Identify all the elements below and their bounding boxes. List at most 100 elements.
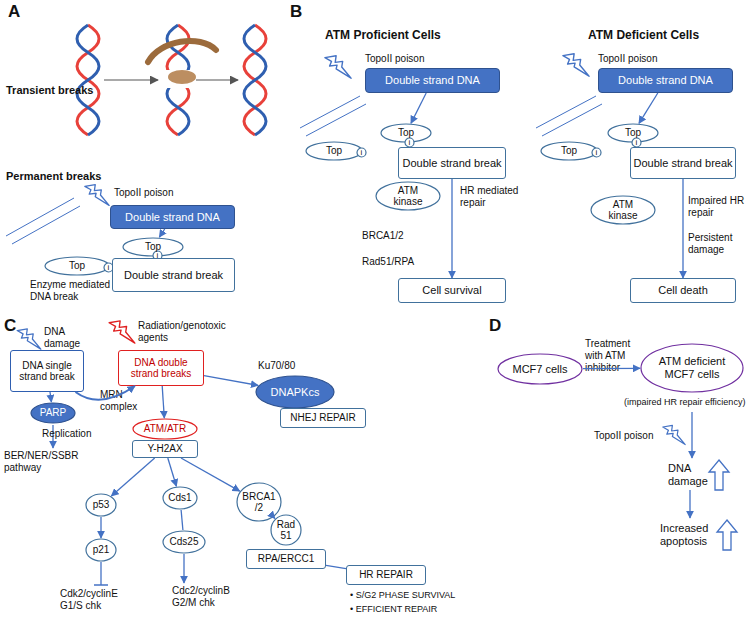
checkpoint-label: Cdk2/cyclinE G1/S chk [60,588,140,612]
ellipse-outline [45,257,109,275]
node-text: Double strand DNA [125,211,220,224]
section-label: Transient breaks [6,84,106,97]
damage-box: DNA double strand breaks [118,350,204,386]
protein-label: BRCA1/2 [362,230,432,242]
bullet-note: • S/G2 PHASE SURVIVAL [350,590,490,601]
pathway-arrow [183,554,184,583]
ellipse-outline [133,419,197,439]
node-text: Cell death [658,284,708,297]
dna-strand [244,25,266,135]
dna-strand-line [6,198,74,236]
lightning-symbol [17,329,41,349]
node-text: NHEJ REPAIR [290,412,355,424]
checkpoint-label: Cdc2/cyclinB G2/M chk [172,585,252,609]
agent-label: Radiation/genotoxic agents [138,320,248,344]
protein-ellipse: Cds1 [162,486,198,510]
ellipse-outline [306,142,362,160]
node-text: ATM/ATR [144,423,186,435]
node-text: i [157,251,159,260]
note-label: Persistent damage [688,232,748,256]
note-label: Impaired HR repair [688,195,748,219]
connector [682,179,683,278]
protein-ellipse: Rad 51 [270,514,302,546]
node-text: Double strand break [124,269,223,282]
node-text: Top [561,145,577,157]
protein-ellipse: p53 [85,493,117,517]
process-arrow [104,79,158,80]
node-text: DNA double strand breaks [122,357,200,380]
protein-label: Rad51/RPA [362,256,432,268]
ellipse-outline [86,494,116,516]
repair-box: HR REPAIR [346,565,426,585]
lightning-symbol [109,321,135,343]
edge-label: MRN complex [100,389,152,413]
node-text: Double strand DNA [385,74,480,87]
dna-strand [77,25,99,135]
info-circle: i [591,147,602,158]
node-text: ATM kinase [600,199,646,222]
node-text: HR REPAIR [359,569,413,581]
dna-helix [77,25,99,135]
ellipse-outline [376,182,440,210]
agent-label: DNA damage [44,326,94,350]
outcome-box: Cell death [630,278,736,303]
ellipse-outline [498,354,582,384]
connector [411,93,426,123]
ellipse-outline [592,148,601,157]
process-box: Double strand break [112,258,235,292]
kinase-ellipse: ATM kinase [590,195,656,225]
panel-letter: A [8,2,32,22]
column-heading: ATM Proficient Cells [325,28,475,42]
kinase-ellipse: ATM/ATR [132,418,198,440]
dna-strand-line [12,206,80,244]
bullet-note: • EFFICIENT REPAIR [350,604,490,615]
strand-break [160,70,196,88]
ellipse-outline [86,539,116,561]
lightning-symbol [85,185,109,206]
node-text: BRCA1 /2 [240,491,278,514]
dna-strand [244,25,266,135]
section-label: Permanent breaks [6,170,106,183]
process-box: Double strand DNA [110,205,235,229]
connector [76,386,135,400]
node-text: Top [69,260,85,272]
node-text: RPA/ERCC1 [258,553,315,565]
note-label: (impaired HR repair efficiency) [624,397,750,408]
agent-label: TopoII poison [365,53,445,65]
inhibition-bar [94,584,108,586]
repair-box: NHEJ REPAIR [280,408,366,428]
panel-letter: C [4,316,28,336]
agent-label: TopoII poison [594,430,660,442]
connector [583,368,640,370]
inhibition-line [100,562,101,585]
ellipse-outline [271,515,301,545]
node-text: Cds25 [170,536,199,548]
node-text: Top [625,127,641,139]
panel-letter: D [489,316,513,336]
node-text: PARP [40,407,67,419]
protein-box: RPA/ERCC1 [246,549,326,569]
dna-strand [77,25,99,135]
increase-arrow [709,460,729,490]
node-text: Cell survival [422,284,481,297]
node-text: ATM kinase [385,185,431,208]
node-text: Double strand break [633,157,732,170]
enzyme-ellipse: Top [44,256,110,276]
node-text: Y-H2AX [147,443,182,455]
node-text: ATM deficient MCF7 cells [652,355,732,380]
node-text: DNAPKcs [271,386,320,399]
node-text: Rad 51 [274,519,298,542]
protein-ellipse: DNAPKcs [255,375,335,409]
node-text: p21 [93,544,110,556]
cell-ellipse: MCF7 cells [497,353,583,385]
lightning-symbol [663,425,685,444]
connector [274,517,275,518]
ellipse-outline [31,403,75,423]
ellipse-outline [405,138,414,147]
outcome-label: Increased apoptosis [660,522,716,548]
enzyme-shape [168,70,196,84]
node-text: DNA single strand break [14,360,80,383]
node-text: Cds1 [168,492,191,504]
dna-strand-line [306,104,366,136]
